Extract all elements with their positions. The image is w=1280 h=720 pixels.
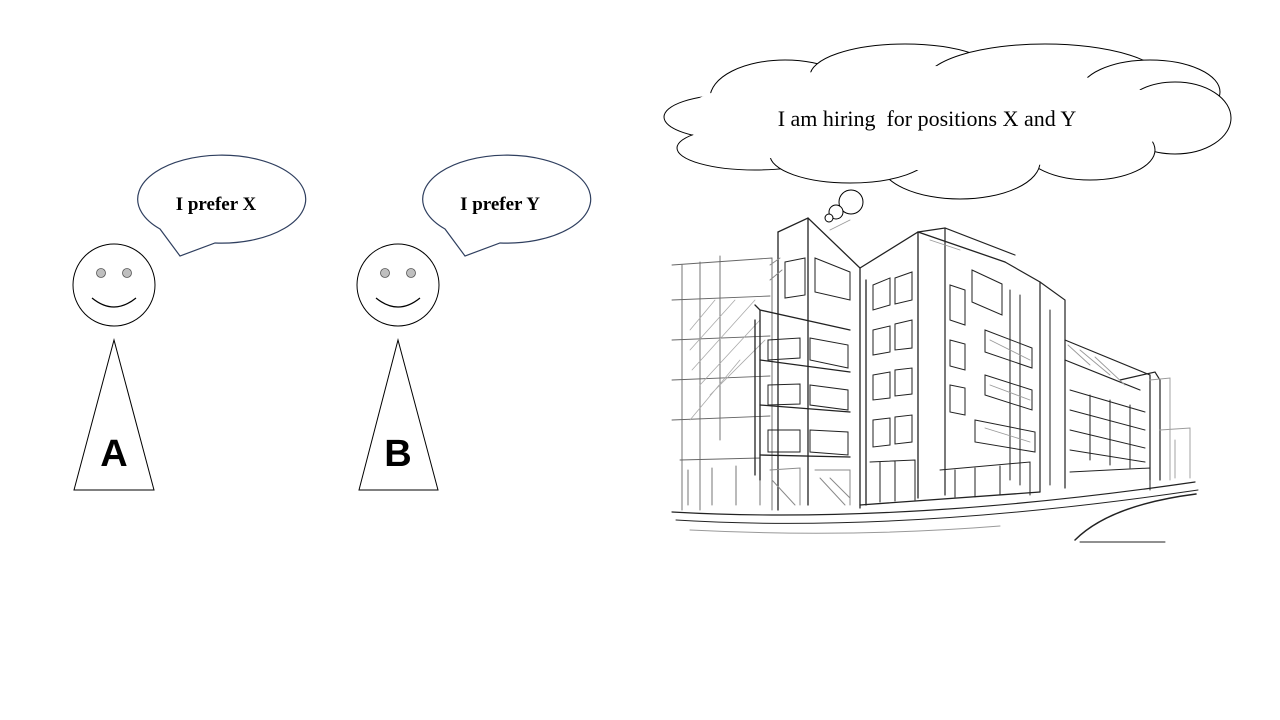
speech-text-b: I prefer Y — [460, 194, 540, 215]
right-wing-windows — [939, 269, 1151, 498]
street — [671, 481, 1199, 543]
body-triangle-b — [358, 338, 439, 491]
body-triangle-a — [73, 338, 155, 491]
person-a: I prefer X A — [72, 154, 307, 491]
main-tower — [754, 217, 861, 511]
smile-b — [375, 297, 421, 308]
thought-cloud — [663, 43, 1232, 223]
thought-bubble-small — [824, 213, 834, 223]
head-b — [356, 243, 440, 327]
speech-bubble-b — [422, 154, 592, 257]
person-b: I prefer Y B — [356, 154, 592, 491]
office-building-sketch — [671, 217, 1199, 543]
left-eye-a — [96, 268, 106, 278]
main-tower-shading — [769, 257, 851, 506]
right-wing — [917, 227, 1161, 496]
speech-text-a: I prefer X — [176, 194, 257, 215]
middle-block — [859, 231, 1041, 506]
thought-bubble-large — [838, 189, 864, 215]
left-eye-b — [380, 268, 390, 278]
main-tower-windows — [767, 257, 851, 456]
smiley-face-a — [72, 243, 156, 327]
smiley-face-b — [356, 243, 440, 327]
left-shading — [689, 299, 766, 421]
right-eye-a — [122, 268, 132, 278]
speech-bubble-a — [137, 154, 307, 257]
person-label-b: B — [384, 433, 411, 475]
right-shading — [829, 219, 1191, 481]
person-label-a: A — [100, 433, 127, 475]
cloud-body — [680, 66, 1180, 170]
thought-text: I am hiring for positions X and Y — [778, 106, 1077, 131]
right-eye-b — [406, 268, 416, 278]
middle-block-windows — [869, 271, 916, 503]
head-a — [72, 243, 156, 327]
smile-a — [91, 297, 137, 308]
